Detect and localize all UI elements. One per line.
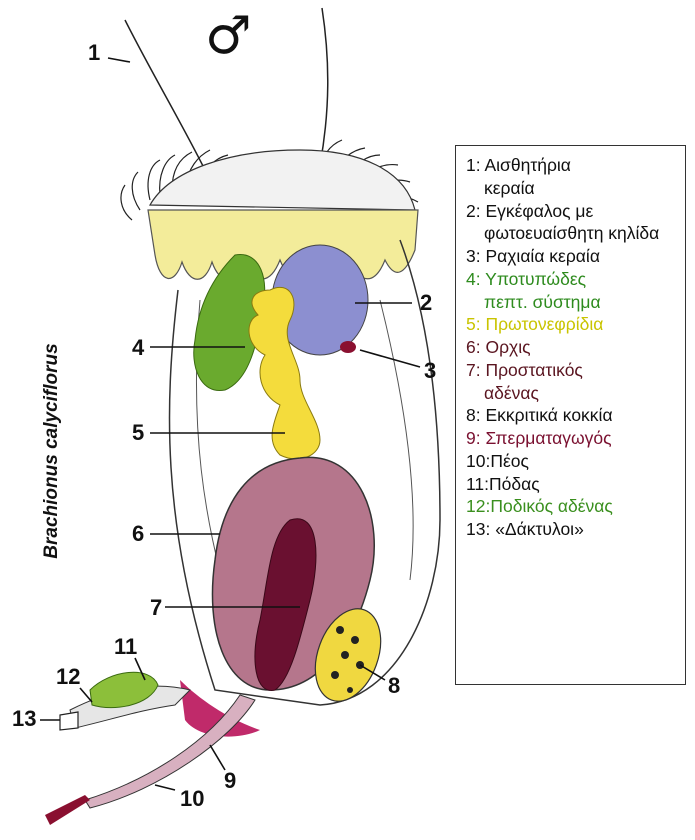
label-2: 2: [420, 292, 432, 314]
label-1: 1: [88, 42, 100, 64]
legend-item-6-text: 6: Ορχις: [466, 337, 531, 357]
legend-item-9: 9: Σπερματαγωγός: [466, 427, 685, 450]
legend-item-7-cont: αδένας: [466, 382, 685, 405]
legend-item-11: 11:Πόδας: [466, 473, 685, 496]
male-symbol: ♂: [205, 10, 252, 62]
label-7: 7: [150, 597, 162, 619]
legend-item-2-cont: φωτοευαίσθητη κηλίδα: [466, 222, 685, 245]
legend-item-3-text: 3: Ραχιαία κεραία: [466, 246, 600, 266]
label-4: 4: [132, 337, 144, 359]
legend-item-12-text: 12:Ποδικός αδένας: [466, 496, 613, 516]
sensory-antenna-right: [320, 8, 328, 165]
legend-item-13-text: 13: «Δάκτυλοι»: [466, 519, 584, 539]
legend-item-4-cont: πεπτ. σύστημα: [466, 291, 685, 314]
legend-item-1-cont: κεραία: [466, 177, 685, 200]
eyespot: [340, 341, 356, 353]
body-inner-line-right: [380, 300, 413, 580]
sensory-antenna-left: [125, 20, 205, 170]
legend-item-1-text: 1: Αισθητήρια: [466, 155, 571, 175]
label-5: 5: [132, 422, 144, 444]
legend-item-10: 10:Πέος: [466, 450, 685, 473]
legend-item-12: 12:Ποδικός αδένας: [466, 495, 685, 518]
label-9: 9: [224, 770, 236, 792]
legend-item-7-text: 7: Προστατικός: [466, 360, 583, 380]
legend-item-2-text: 2: Εγκέφαλος με: [466, 201, 593, 221]
legend-item-6: 6: Ορχις: [466, 336, 685, 359]
legend-item-5: 5: Πρωτονεφρίδια: [466, 313, 685, 336]
toes: [60, 712, 78, 730]
label-12: 12: [56, 666, 80, 688]
head-cap: [150, 150, 415, 210]
legend-item-8-text: 8: Εκκριτικά κοκκία: [466, 405, 613, 425]
species-name: Brachionus calyciflorus: [41, 321, 63, 581]
label-11: 11: [114, 636, 137, 658]
penis-tip: [45, 795, 90, 825]
label-3: 3: [424, 360, 436, 382]
legend-item-10-text: 10:Πέος: [466, 451, 529, 471]
legend-item-11-text: 11:Πόδας: [466, 474, 540, 494]
legend-item-13: 13: «Δάκτυλοι»: [466, 518, 685, 541]
label-10: 10: [180, 788, 204, 810]
legend-item-5-text: 5: Πρωτονεφρίδια: [466, 314, 603, 334]
legend-item-8: 8: Εκκριτικά κοκκία: [466, 404, 685, 427]
label-13: 13: [12, 708, 36, 730]
legend-item-3: 3: Ραχιαία κεραία: [466, 245, 685, 268]
label-8: 8: [388, 675, 400, 697]
label-6: 6: [132, 523, 144, 545]
legend-item-9-text: 9: Σπερματαγωγός: [466, 428, 612, 448]
legend-item-4-text: 4: Υποτυπώδες: [466, 269, 586, 289]
